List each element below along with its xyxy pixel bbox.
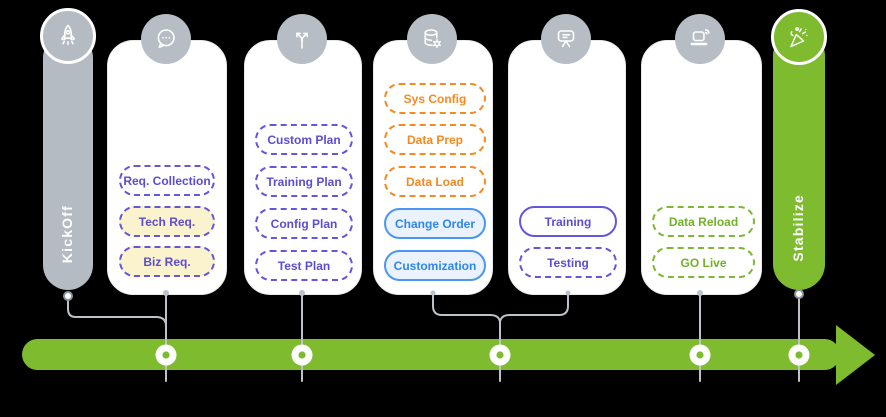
kickoff-label: KickOff [59, 204, 75, 263]
card-go-live-circle [675, 14, 725, 64]
pill-customization: Customization [384, 250, 486, 281]
pill-custom-plan: Custom Plan [255, 124, 353, 155]
pill-data-prep: Data Prep [384, 124, 486, 155]
party-popper-icon [784, 22, 814, 52]
card-training-testing: Training Testing [508, 40, 626, 295]
pill-training: Training [519, 206, 617, 237]
card-training-testing-circle [541, 14, 591, 64]
pill-test-plan: Test Plan [255, 250, 353, 281]
timeline-arrowhead-icon [836, 325, 875, 385]
card-plans-circle [277, 14, 327, 64]
pill-req-collection: Req. Collection [119, 165, 215, 196]
presentation-icon [551, 24, 581, 54]
pill-testing: Testing [519, 247, 617, 278]
connector-kickoff [67, 299, 167, 327]
card-config-data-circle [407, 14, 457, 64]
pill-config-plan: Config Plan [255, 208, 353, 239]
chat-icon [151, 24, 181, 54]
rocket-icon [53, 21, 83, 51]
kickoff-circle [40, 8, 96, 64]
laptop-icon [685, 24, 715, 54]
card-config-data: Sys Config Data Prep Data Load Change Or… [373, 40, 493, 295]
pill-data-reload: Data Reload [652, 206, 755, 237]
pill-training-plan: Training Plan [255, 166, 353, 197]
pill-change-order: Change Order [384, 208, 486, 239]
stabilize-anchor-dot [794, 289, 804, 299]
phase-bar-kickoff [43, 33, 93, 290]
pill-data-load: Data Load [384, 166, 486, 197]
connector-config-left [432, 294, 501, 323]
stabilize-circle [771, 9, 827, 65]
kickoff-anchor-dot [63, 291, 73, 301]
pill-sys-config: Sys Config [384, 83, 486, 114]
stabilize-label: Stabilize [790, 194, 806, 262]
branch-icon [287, 24, 317, 54]
card-go-live: Data Reload GO Live [641, 40, 762, 295]
timeline-milestone-dots [155, 344, 810, 366]
connector-training-right [499, 294, 569, 323]
timeline-bar [22, 339, 840, 370]
connector-lines [67, 294, 800, 382]
pill-go-live: GO Live [652, 247, 755, 278]
pill-tech-req: Tech Req. [119, 206, 215, 237]
card-requirements-circle [141, 14, 191, 64]
phase-bar-stabilize [773, 30, 825, 290]
database-gear-icon [417, 24, 447, 54]
card-requirements: Req. Collection Tech Req. Biz Req. [107, 40, 227, 295]
pill-biz-req: Biz Req. [119, 246, 215, 277]
card-plans: Custom Plan Training Plan Config Plan Te… [244, 40, 362, 295]
